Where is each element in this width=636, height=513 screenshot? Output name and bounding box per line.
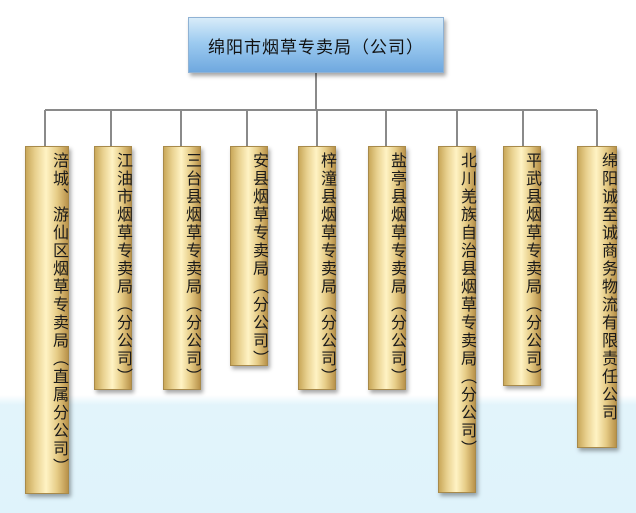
- branch-label: 江油市烟草专卖局（分公司）: [114, 152, 133, 386]
- branch-chengzhicheng-logistics: 绵阳诚至诚商务物流有限责任公司: [577, 146, 618, 448]
- branch-label: 盐亭县烟草专卖局（分公司）: [388, 152, 407, 386]
- branch-pingwu: 平武县烟草专卖局（分公司）: [503, 146, 542, 386]
- branch-label: 三台县烟草专卖局（分公司）: [183, 152, 202, 386]
- branch-label: 梓潼县烟草专卖局（分公司）: [318, 152, 337, 386]
- branch-label: 涪城、游仙区烟草专卖局（直属分公司）: [50, 152, 69, 476]
- branch-jiangyou: 江油市烟草专卖局（分公司）: [94, 146, 133, 390]
- branch-label: 平武县烟草专卖局（分公司）: [523, 152, 542, 386]
- branch-label: 安县烟草专卖局（分公司）: [250, 152, 269, 368]
- branch-yanting: 盐亭县烟草专卖局（分公司）: [368, 146, 407, 390]
- branch-beichuan: 北川羌族自治县烟草专卖局（分公司）: [438, 146, 477, 493]
- branch-fucheng-youxian: 涪城、游仙区烟草专卖局（直属分公司）: [25, 146, 69, 494]
- branch-santai: 三台县烟草专卖局（分公司）: [163, 146, 202, 390]
- branch-anxian: 安县烟草专卖局（分公司）: [230, 146, 269, 368]
- branch-label: 北川羌族自治县烟草专卖局（分公司）: [458, 152, 477, 458]
- root-node-label: 绵阳市烟草专卖局（公司）: [208, 37, 424, 58]
- branch-zitong: 梓潼县烟草专卖局（分公司）: [298, 146, 337, 390]
- root-node: 绵阳市烟草专卖局（公司）: [188, 17, 444, 73]
- branch-label: 绵阳诚至诚商务物流有限责任公司: [599, 152, 618, 422]
